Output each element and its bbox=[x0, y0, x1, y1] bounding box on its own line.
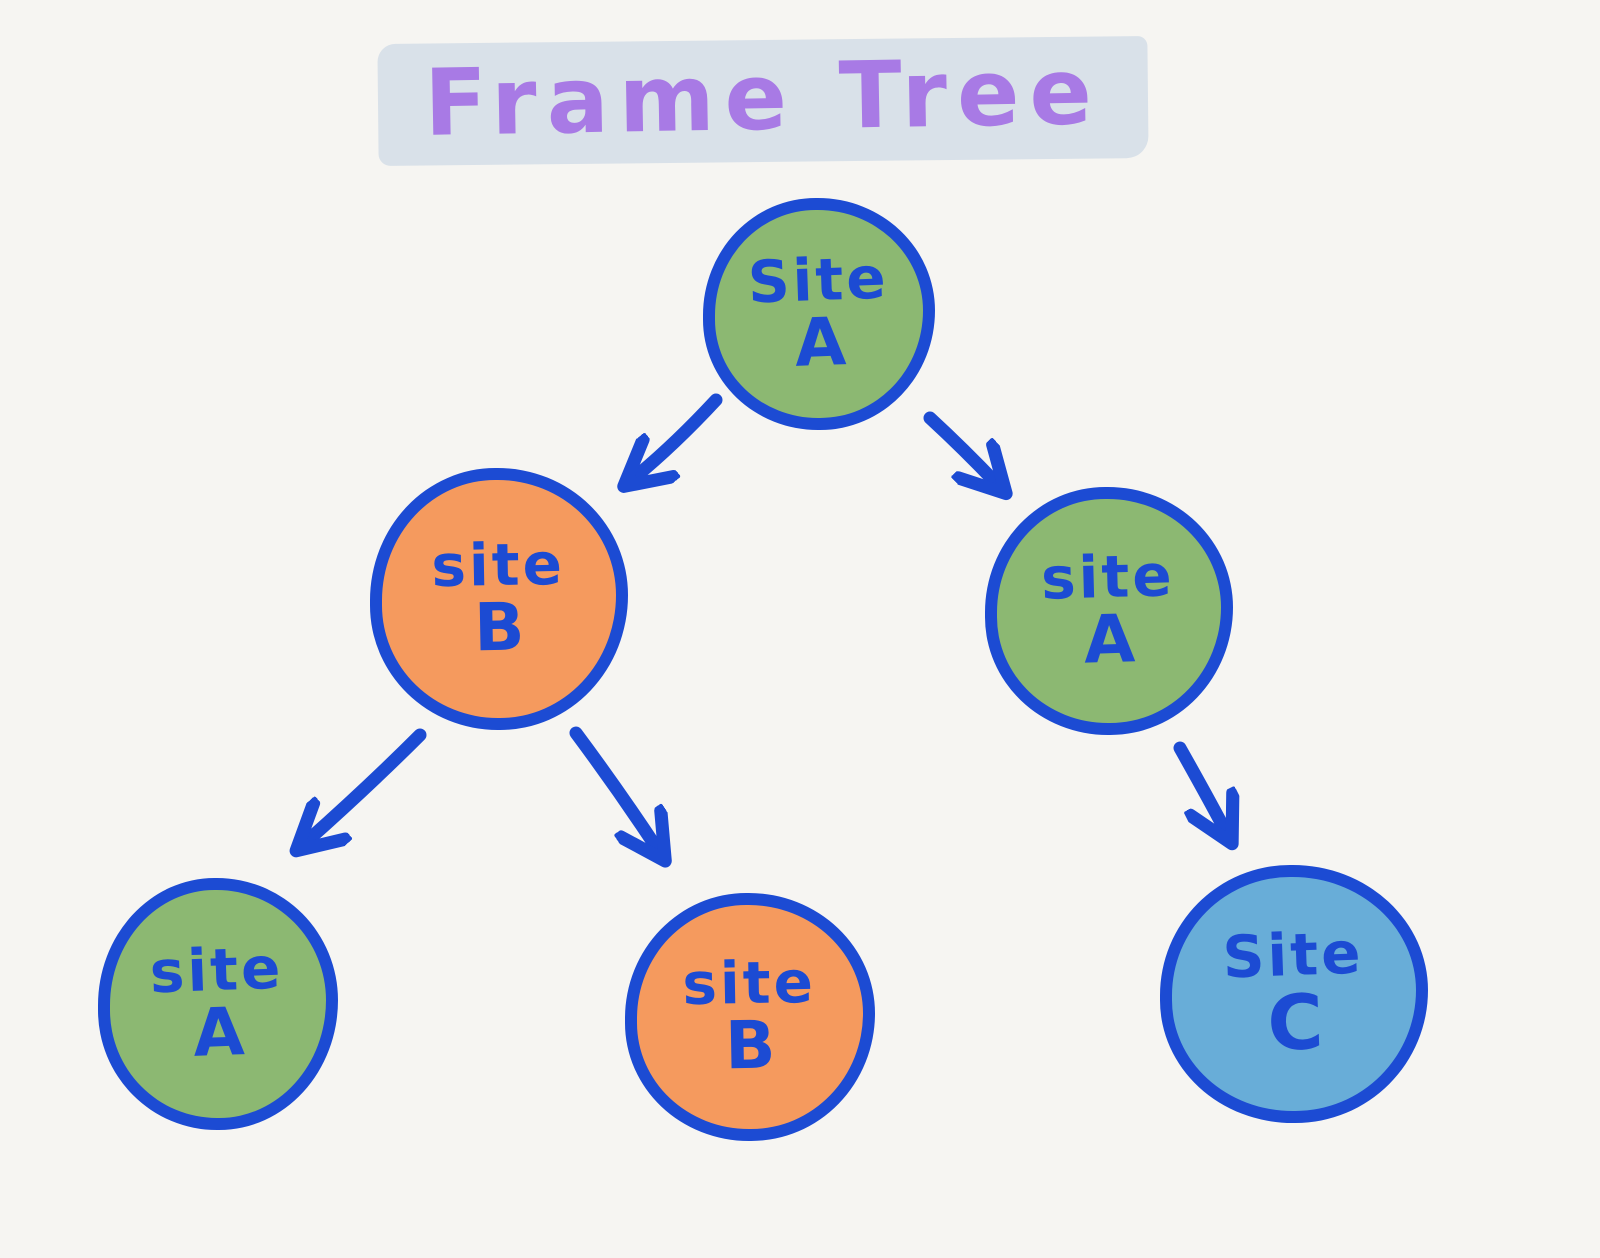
node-label-line2: B bbox=[473, 588, 526, 667]
node-label-line1: site bbox=[1040, 541, 1176, 613]
node-label: site A bbox=[148, 933, 287, 1072]
node-label-line1: Site bbox=[746, 243, 890, 317]
node-site-a-leaf: site A bbox=[98, 878, 338, 1130]
node-site-b-leaf: site B bbox=[625, 893, 875, 1141]
node-label: Site C bbox=[1221, 919, 1366, 1069]
node-label: site B bbox=[682, 948, 818, 1085]
node-label: site A bbox=[1040, 541, 1178, 679]
edge-site-a-to-leaf-site-c bbox=[1173, 741, 1226, 832]
node-site-a-root: Site A bbox=[703, 198, 935, 430]
node-site-b-child: site B bbox=[370, 468, 628, 730]
node-label-line2: B bbox=[724, 1006, 777, 1085]
edge-site-b-to-leaf-site-a bbox=[306, 728, 427, 842]
edge-root-to-site-a bbox=[923, 411, 997, 484]
node-label: site B bbox=[431, 530, 567, 667]
node-label-line1: site bbox=[431, 530, 566, 601]
edge-root-to-site-b bbox=[634, 393, 723, 478]
node-label-line2: A bbox=[1083, 600, 1137, 679]
node-label: Site A bbox=[746, 243, 892, 382]
node-label-line2: C bbox=[1265, 977, 1325, 1069]
node-label-line1: site bbox=[148, 933, 285, 1007]
node-label-line2: A bbox=[793, 303, 847, 382]
node-label-line1: site bbox=[682, 948, 817, 1019]
node-site-a-child: site A bbox=[985, 487, 1233, 735]
node-label-line2: A bbox=[192, 993, 246, 1072]
edge-site-b-to-leaf-site-b bbox=[569, 726, 658, 850]
node-site-c-leaf: Site C bbox=[1160, 865, 1428, 1123]
